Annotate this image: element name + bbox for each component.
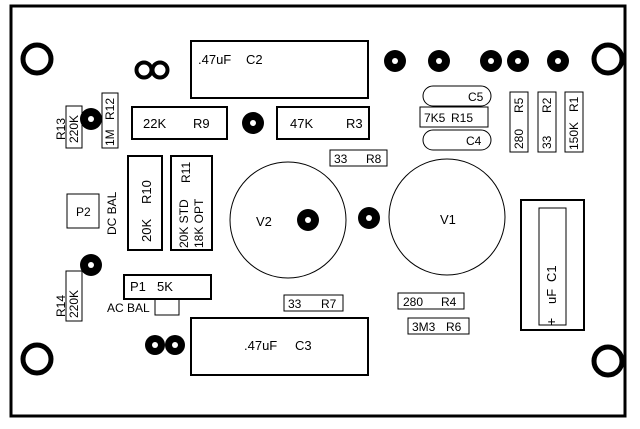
p2-func: DC BAL bbox=[105, 191, 119, 235]
r9-value: 22K bbox=[143, 116, 166, 131]
c1-label: C1 bbox=[544, 265, 559, 282]
c3-value: .47uF bbox=[244, 338, 277, 353]
top-right-pads bbox=[384, 50, 569, 72]
c5-label: C5 bbox=[468, 90, 484, 104]
r8-box bbox=[329, 149, 388, 167]
r12-label: R12 bbox=[103, 98, 117, 120]
p2-label: P2 bbox=[76, 205, 91, 219]
p1-value: 5K bbox=[157, 279, 173, 294]
c3-label: C3 bbox=[295, 338, 312, 353]
r10-label: R10 bbox=[139, 180, 154, 204]
c4-outline bbox=[422, 129, 492, 151]
mounting-hole-top-right bbox=[591, 42, 625, 76]
r15-value: 7K5 bbox=[424, 111, 446, 125]
r4-label: R4 bbox=[441, 295, 457, 309]
r6-box bbox=[407, 317, 470, 335]
r1-value: 150K bbox=[567, 122, 581, 150]
c1-inner bbox=[538, 207, 567, 326]
c2-outline bbox=[190, 40, 369, 99]
r12-value: 1M bbox=[103, 129, 117, 146]
r3-value: 47K bbox=[290, 116, 313, 131]
c2-value: .47uF bbox=[198, 52, 231, 67]
r15-box bbox=[419, 106, 489, 128]
c1-value: uF bbox=[544, 289, 559, 304]
r14-value: 220K bbox=[67, 290, 81, 318]
p1-func: AC BAL bbox=[107, 301, 150, 315]
board-outline bbox=[9, 4, 627, 418]
r4-value: 280 bbox=[403, 295, 423, 309]
p2-box bbox=[66, 193, 100, 229]
c2-pads bbox=[134, 60, 170, 80]
c2-label: C2 bbox=[246, 52, 263, 67]
v1-label: V1 bbox=[440, 212, 456, 227]
r14-label: R14 bbox=[54, 295, 68, 317]
r3-label: R3 bbox=[346, 116, 363, 131]
r12-box bbox=[101, 92, 119, 149]
r2-box bbox=[537, 91, 557, 153]
r11-box bbox=[170, 155, 213, 251]
r13-label: R13 bbox=[54, 118, 68, 140]
r7-value: 33 bbox=[288, 297, 302, 311]
r8-label: R8 bbox=[366, 152, 382, 166]
r1-box bbox=[564, 91, 584, 153]
c3-outline bbox=[190, 317, 369, 376]
r3-box bbox=[276, 106, 370, 140]
r4-box bbox=[397, 292, 465, 310]
c4-label: C4 bbox=[466, 134, 482, 148]
mounting-holes bbox=[20, 42, 625, 378]
r11-opt: 18K OPT bbox=[192, 198, 206, 248]
p1-wiper bbox=[154, 298, 180, 316]
r6-value: 3M3 bbox=[412, 320, 436, 334]
r9-label: R9 bbox=[193, 116, 210, 131]
v2-outline bbox=[229, 161, 347, 279]
r8-value: 33 bbox=[334, 152, 348, 166]
r15-label: R15 bbox=[451, 111, 473, 125]
v2-label: V2 bbox=[256, 214, 272, 229]
r2-value: 33 bbox=[540, 135, 554, 149]
r10-box bbox=[127, 155, 163, 251]
r1-label: R1 bbox=[567, 96, 581, 112]
r6-label: R6 bbox=[446, 320, 462, 334]
v1-outline bbox=[388, 158, 506, 276]
p1-label: P1 bbox=[130, 279, 146, 294]
c1-polarity: + bbox=[543, 318, 559, 326]
r5-box bbox=[509, 91, 529, 153]
r13-box bbox=[65, 105, 83, 149]
r7-box bbox=[283, 294, 344, 312]
r11-label: R11 bbox=[179, 162, 193, 183]
r10-value: 20K bbox=[139, 219, 154, 242]
r13-value: 220K bbox=[67, 115, 81, 143]
r11-std: 20K STD bbox=[177, 199, 191, 248]
mounting-hole-top-left bbox=[20, 42, 54, 76]
r9-box bbox=[131, 106, 228, 140]
mounting-hole-bottom-left bbox=[20, 342, 54, 376]
r7-label: R7 bbox=[321, 297, 337, 311]
mounting-hole-bottom-right bbox=[591, 344, 625, 378]
c1-outer bbox=[520, 199, 585, 331]
r14-box bbox=[65, 270, 83, 322]
r5-value: 280 bbox=[512, 129, 526, 149]
r2-label: R2 bbox=[540, 97, 554, 113]
r5-label: R5 bbox=[512, 97, 526, 113]
c5-outline bbox=[422, 85, 492, 107]
c3-pads bbox=[145, 335, 185, 355]
